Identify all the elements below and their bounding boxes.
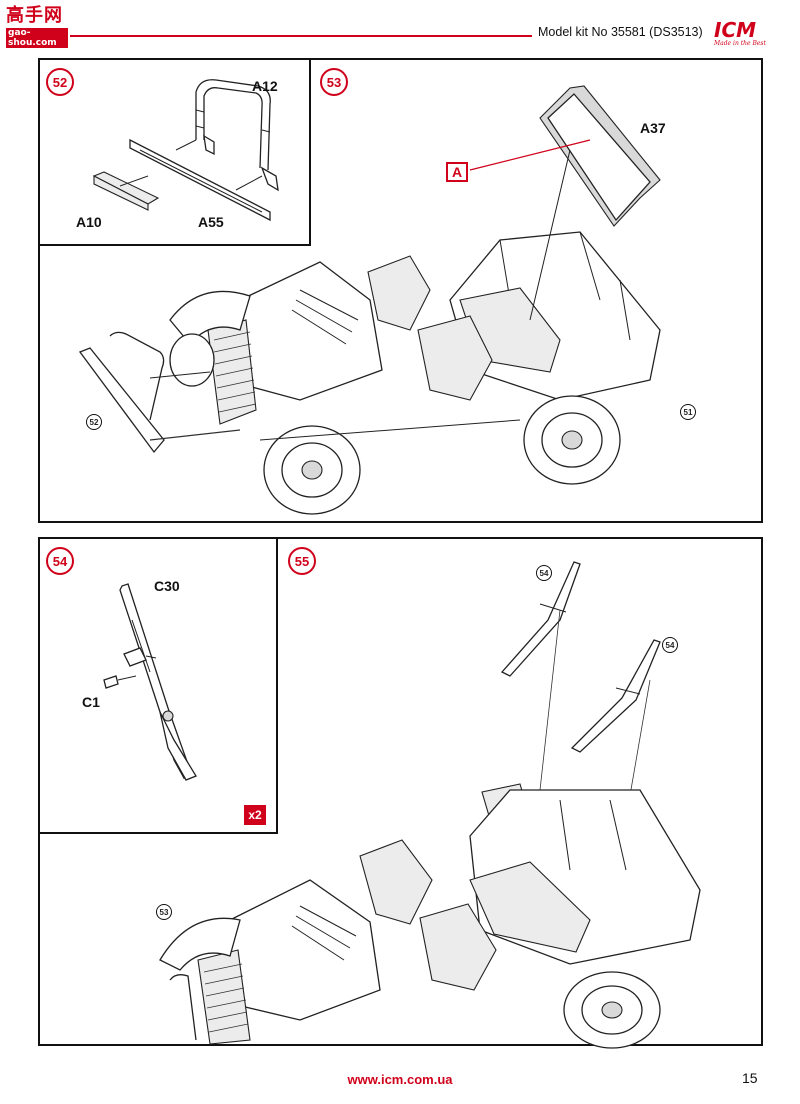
step-ref-51: 51 [680,404,696,420]
step-ref-52: 52 [86,414,102,430]
callout-a: A [446,162,468,182]
icm-logo: ICM Made in the Best [714,20,774,52]
step-54-badge: 54 [46,547,74,575]
step-ref-53: 53 [156,904,172,920]
part-label-c1: C1 [82,694,100,710]
part-label-a12: A12 [252,78,278,94]
step-ref-54-b: 54 [662,637,678,653]
part-label-a37: A37 [640,120,666,136]
watermark-url: gao-shou.com [6,28,68,48]
step-53-panel [38,58,763,523]
watermark: 高手网 gao-shou.com [6,5,68,48]
watermark-title: 高手网 [6,5,63,26]
step-55-badge: 55 [288,547,316,575]
quantity-badge: x2 [244,805,266,825]
part-label-c30: C30 [154,578,180,594]
part-label-a55: A55 [198,214,224,230]
page-number: 15 [742,1070,758,1086]
header-rule [70,35,532,37]
part-label-a10: A10 [76,214,102,230]
header-title: Model kit No 35581 (DS3513) [538,25,703,39]
logo-tagline: Made in the Best [714,40,766,47]
logo-text: ICM [714,18,757,42]
footer-url: www.icm.com.ua [347,1072,453,1087]
step-53-badge: 53 [320,68,348,96]
step-ref-54-a: 54 [536,565,552,581]
step-52-badge: 52 [46,68,74,96]
